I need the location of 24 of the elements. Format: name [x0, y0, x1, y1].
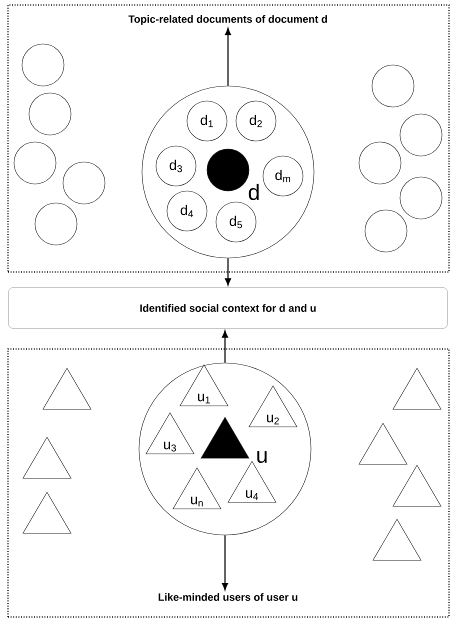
- document-circle: [364, 210, 408, 252]
- filled-circle: [206, 148, 250, 192]
- arrow: [224, 258, 232, 286]
- document-circle: [400, 114, 442, 156]
- document-circle: [62, 162, 106, 204]
- group-circle: [138, 362, 312, 536]
- panel-heading: Like-minded users of user u: [158, 593, 298, 601]
- document-circle: [34, 202, 78, 246]
- document-circle: [358, 142, 402, 184]
- arrow: [222, 330, 228, 363]
- node-label: u: [257, 451, 267, 463]
- context-box: Identified social context for d and u: [8, 287, 448, 329]
- document-circle: [372, 64, 414, 108]
- arrow: [224, 28, 232, 86]
- document-circle: [28, 92, 72, 136]
- group-circle: [142, 86, 314, 258]
- panel-heading: Topic-related documents of document d: [128, 15, 327, 25]
- node-label: d: [248, 184, 259, 200]
- arrow: [222, 535, 228, 590]
- dotted-panel: [7, 348, 450, 618]
- document-circle: [14, 142, 56, 184]
- document-circle: [22, 44, 64, 86]
- dotted-panel: [7, 4, 450, 273]
- document-circle: [400, 176, 442, 220]
